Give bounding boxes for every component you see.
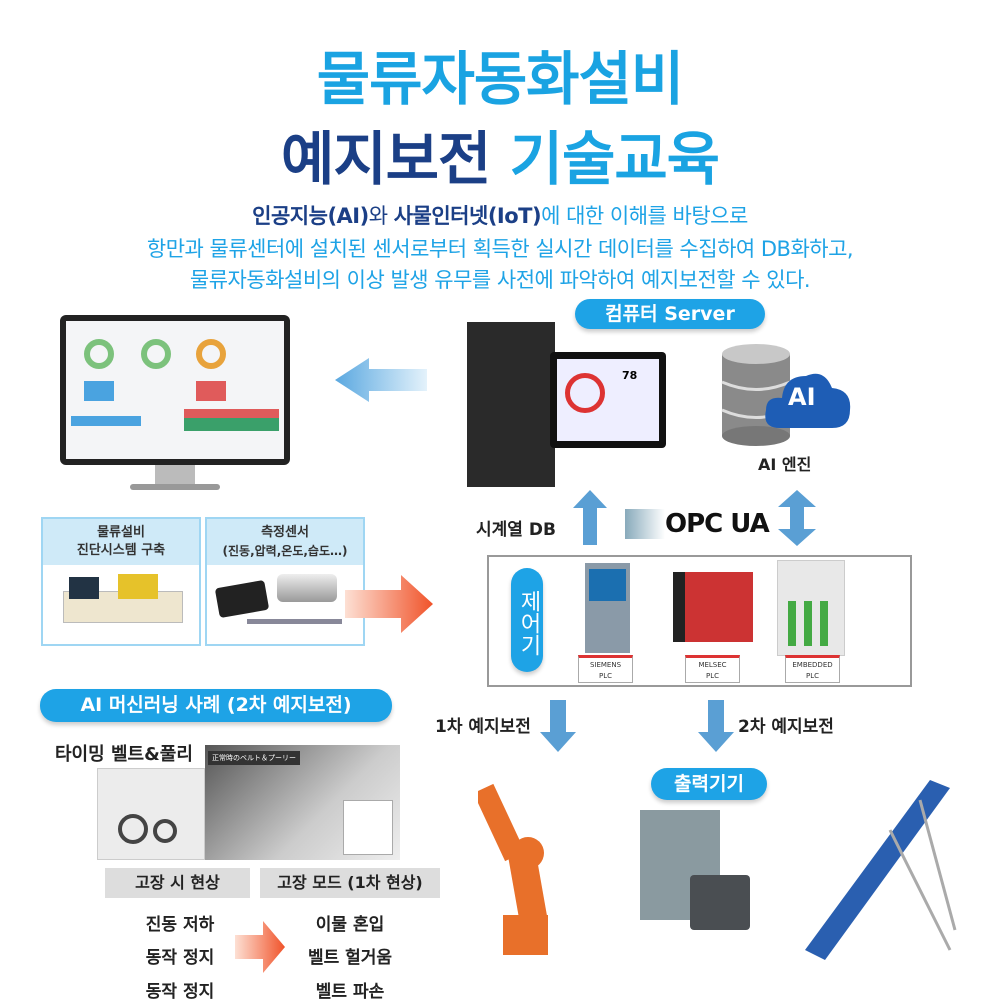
symptom-item: 동작 정지 — [145, 948, 215, 968]
header-failure-mode: 고장 모드 (1차 현상) — [260, 868, 440, 898]
belt-pulley-photo: 正常時のベルト＆プーリー — [205, 745, 400, 860]
title-rest: 기술교육 — [490, 125, 720, 193]
intro-segment: 에 대한 이해를 바탕으로 — [541, 204, 748, 228]
intro-line2: 항만과 물류센터에 설치된 센서로부터 획득한 실시간 데이터를 수집하여 DB… — [146, 237, 854, 261]
ai-cloud-label: AI — [788, 383, 816, 411]
intro-line3: 물류자동화설비의 이상 발생 유무를 사전에 파악하여 예지보전할 수 있다. — [189, 268, 811, 292]
servo-motor-image — [690, 875, 750, 930]
industrial-pc — [467, 322, 555, 487]
box-title: 물류설비 — [97, 525, 145, 540]
monitor-base — [130, 484, 220, 490]
arrow-up-icon — [573, 490, 607, 545]
arrow-down-icon — [540, 700, 576, 752]
intro-segment: 사물인터넷(IoT) — [393, 204, 542, 228]
plc-tag-embedded: EMBEDDED PLC — [785, 655, 840, 683]
ai-engine-label: AI 엔진 — [758, 455, 812, 474]
plc-tag-melsec: MELSEC PLC — [685, 655, 740, 683]
plc-tag-siemens: SIEMENS PLC — [578, 655, 633, 683]
intro-line1: 인공지능(AI)와 사물인터넷(IoT)에 대한 이해를 바탕으로 — [0, 200, 1000, 230]
output-device-pill: 출력기기 — [651, 768, 767, 800]
ml-case-pill: AI 머신러닝 사례 (2차 예지보전) — [40, 689, 392, 722]
sensor-box: 측정센서 (진동,압력,온도,습도…) — [205, 517, 365, 646]
title-line1: 물류자동화설비 — [316, 45, 685, 113]
failure-mode-item: 벨트 파손 — [315, 982, 385, 1002]
dashboard-monitor — [60, 315, 290, 465]
photo-caption: 正常時のベルト＆プーリー — [208, 751, 300, 765]
second-maintenance-label: 2차 예지보전 — [738, 717, 834, 737]
box-title: 측정센서 — [261, 525, 309, 540]
opc-ua-logo: OPC UA — [625, 509, 770, 539]
title-emphasis: 예지보전 — [280, 125, 491, 193]
symptom-item: 진동 저하 — [145, 915, 215, 935]
failure-mode-item: 벨트 헐거움 — [307, 948, 393, 968]
melsec-plc-image — [673, 572, 753, 642]
timeseries-db-label: 시계열 DB — [476, 520, 556, 540]
failure-mode-item: 이물 혼입 — [315, 915, 385, 935]
ml-subject: 타이밍 벨트&풀리 — [55, 744, 193, 765]
arrow-down-icon — [698, 700, 734, 752]
tablet-value: 78 — [622, 369, 638, 382]
plc-name: EMBEDDED — [792, 661, 833, 669]
arrow-right-orange-icon — [345, 575, 433, 633]
touch-panel: 78 — [550, 352, 666, 448]
header-symptom: 고장 시 현상 — [105, 868, 250, 898]
arrow-left-icon — [335, 358, 427, 402]
plc-type: PLC — [705, 672, 719, 680]
symptom-item: 동작 정지 — [145, 982, 215, 1002]
robot-arm-image — [478, 783, 548, 955]
conveyor-image — [805, 780, 957, 960]
arrow-right-orange-small-icon — [235, 921, 285, 973]
database-icon — [721, 344, 791, 446]
arrow-bidirectional-icon — [778, 490, 816, 546]
ai-cloud-icon — [765, 373, 851, 428]
box-subtitle: (진동,압력,온도,습도…) — [222, 544, 348, 558]
intro-segment: 인공지능(AI) — [252, 204, 369, 228]
belt-pulley-drawing — [97, 768, 205, 860]
plc-type: PLC — [805, 672, 819, 680]
plc-type: PLC — [598, 672, 612, 680]
plc-name: MELSEC — [698, 661, 727, 669]
siemens-plc-image — [585, 563, 630, 653]
plc-name: SIEMENS — [589, 661, 622, 669]
intro-segment: 와 — [368, 204, 394, 228]
title-line2: 예지보전 기술교육 — [0, 112, 1000, 196]
monitor-stand — [155, 465, 195, 485]
first-maintenance-label: 1차 예지보전 — [435, 717, 531, 737]
server-pill: 컴퓨터 Server — [575, 299, 765, 329]
embedded-plc-image — [777, 560, 845, 656]
controller-label: 제어기 — [511, 568, 543, 672]
box-subtitle: 진단시스템 구축 — [76, 543, 166, 558]
